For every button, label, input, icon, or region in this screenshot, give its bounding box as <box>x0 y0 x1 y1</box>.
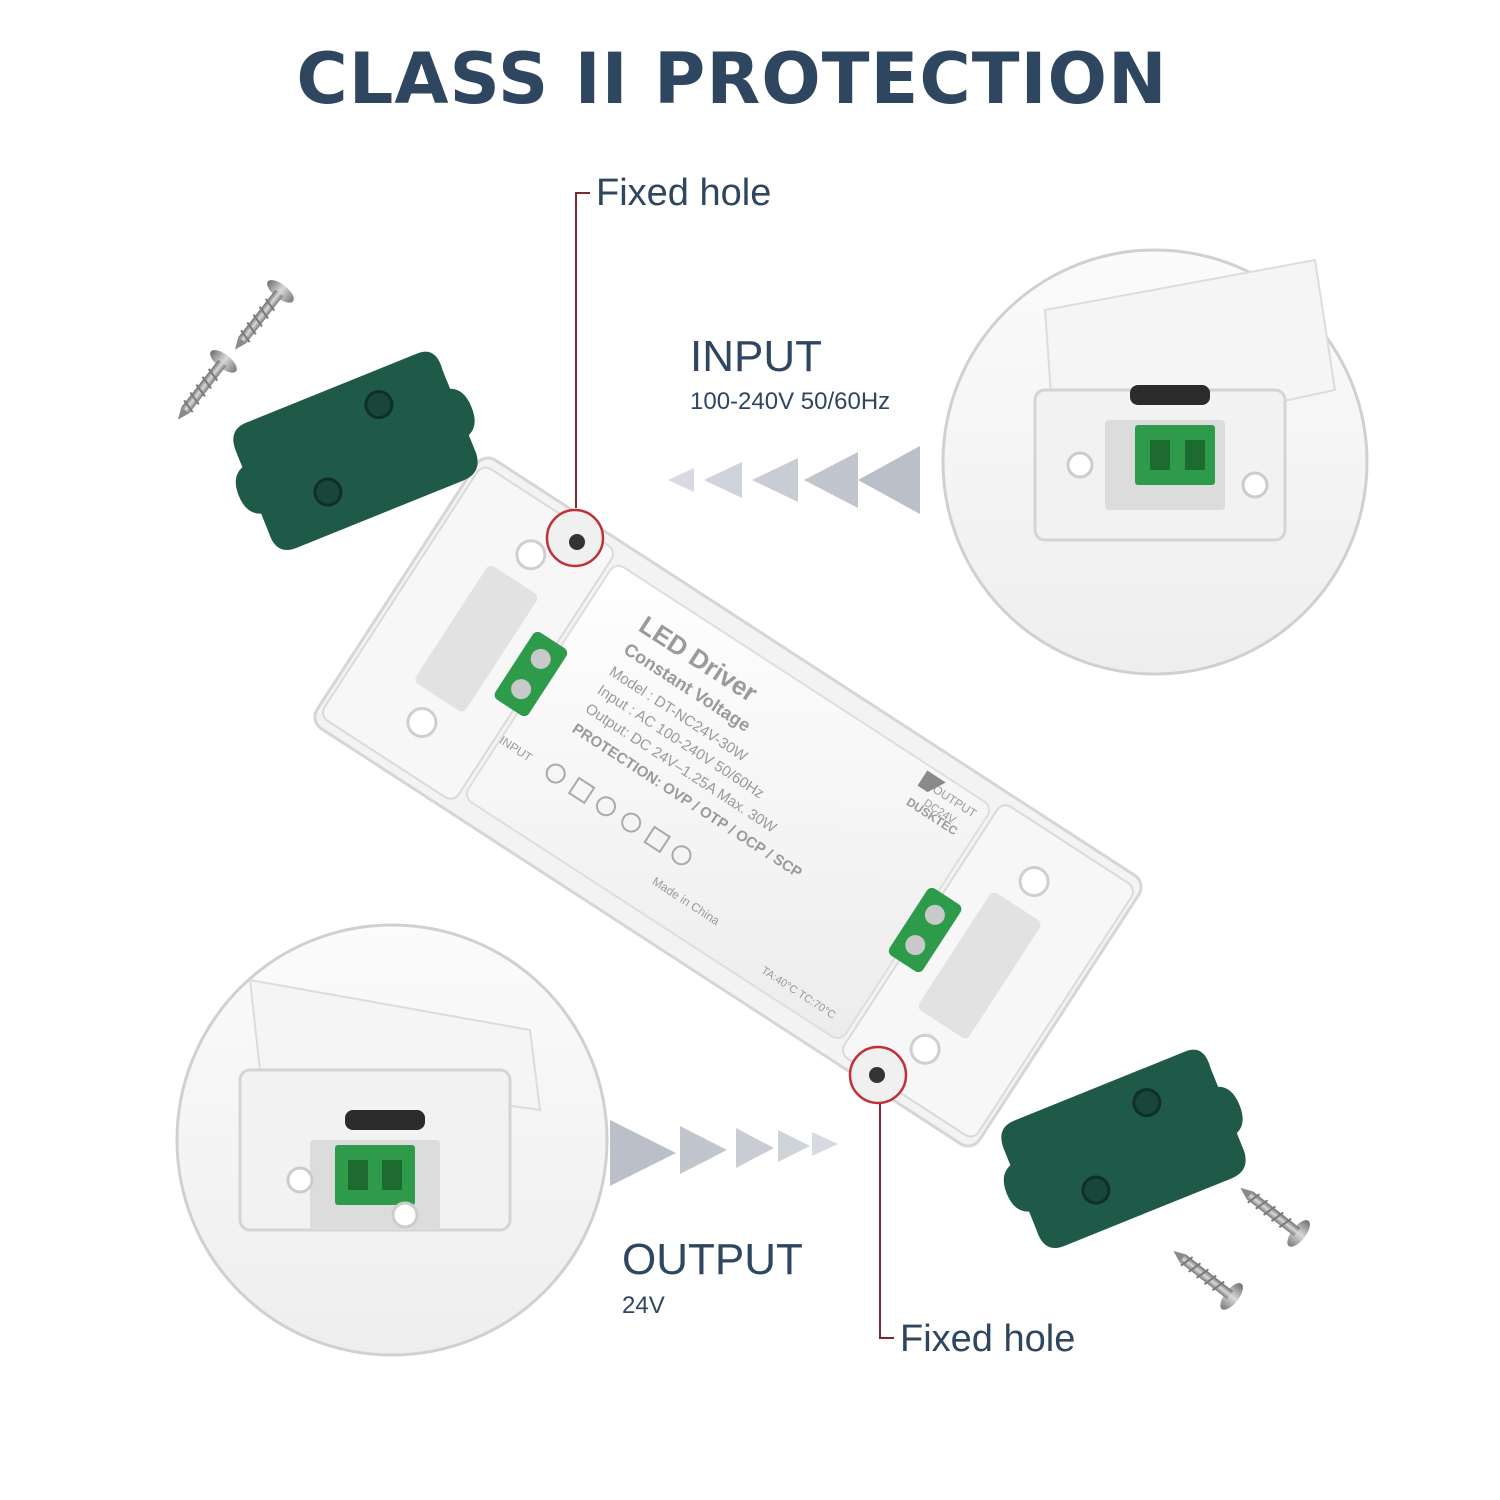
output-terminal-closeup <box>335 1145 415 1205</box>
fixed-hole-top-label: Fixed hole <box>596 172 772 214</box>
output-terminal-block <box>888 887 962 973</box>
input-spec: 100-240V 50/60Hz <box>690 388 891 415</box>
input-terminal-block <box>494 631 568 717</box>
certification-icons <box>545 763 692 866</box>
screw-icon <box>1173 1250 1243 1310</box>
fixed-hole-bottom-marker <box>848 1045 908 1105</box>
input-closeup <box>941 248 1369 676</box>
input-arrows <box>668 446 920 514</box>
screw-icon <box>177 350 237 420</box>
brand-logo-icon <box>917 770 946 793</box>
page-title: CLASS II PROTECTION <box>296 38 1168 120</box>
fixed-hole-bottom-leader <box>879 1100 894 1339</box>
output-label: OUTPUT <box>622 1235 803 1284</box>
output-closeup <box>175 923 609 1357</box>
cover-plate-bottom-right <box>1001 1049 1246 1248</box>
input-label: INPUT <box>690 332 822 381</box>
output-arrows <box>610 1120 838 1186</box>
cover-plate-top-left <box>233 351 478 550</box>
screw-icon <box>1240 1187 1310 1247</box>
screw-icon <box>234 280 294 350</box>
output-spec: 24V <box>622 1292 665 1319</box>
fixed-hole-top-leader <box>575 192 590 508</box>
led-driver-body: LED Driver Constant Voltage Model : DT-N… <box>313 456 1143 1148</box>
fixed-hole-top-marker <box>545 508 605 568</box>
fixed-hole-bottom-label: Fixed hole <box>900 1318 1076 1360</box>
